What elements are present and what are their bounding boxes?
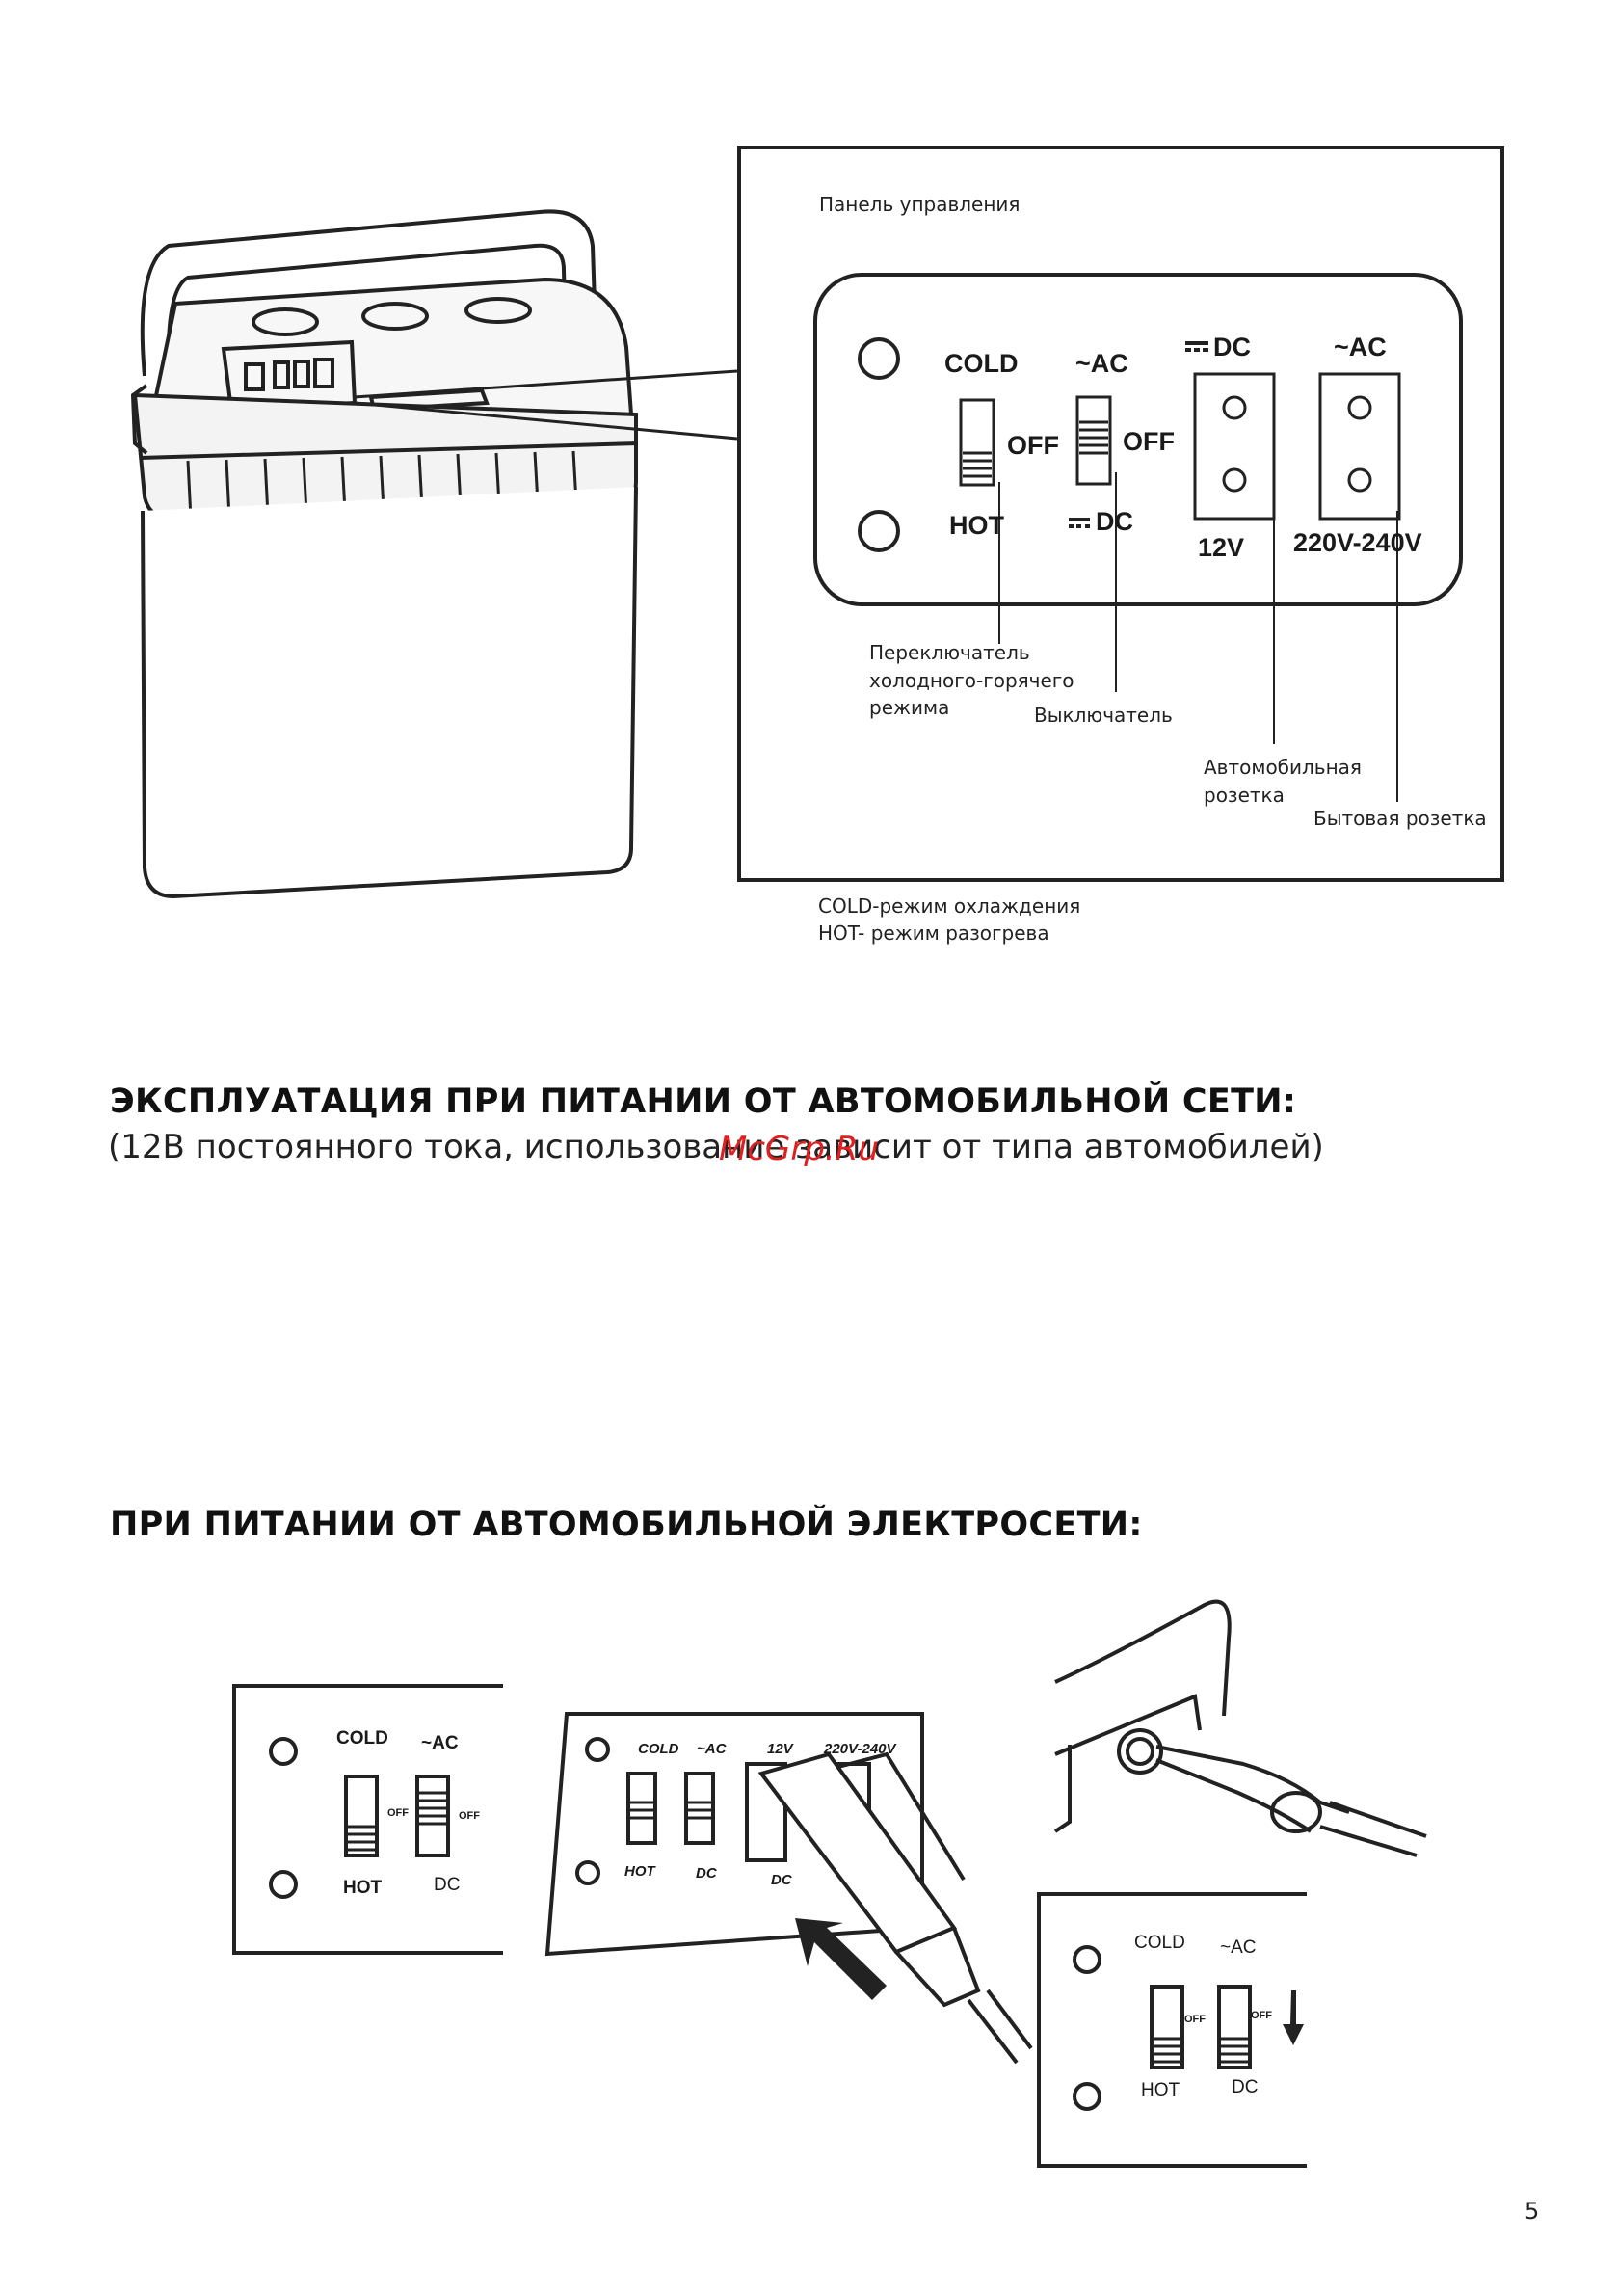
panelA-ac: ~AC (421, 1733, 459, 1753)
panel-title: Панель управления (819, 193, 1021, 216)
ac-socket-label: ~AC (1334, 333, 1387, 361)
off-label-power: OFF (1123, 427, 1175, 456)
hot-label: HOT (949, 511, 1004, 540)
callout-mode-line3: режима (869, 696, 950, 719)
dc-switch-label: DC (1096, 507, 1133, 536)
legend-hot: HOT- режим разогрева (818, 921, 1049, 945)
panelD-hot: HOT (1141, 2080, 1180, 2100)
callout-mode-line2: холодного-горячего (869, 669, 1074, 692)
watermark: McGrp.Ru (719, 1130, 879, 1168)
legend-cold: COLD-режим охлаждения (818, 894, 1081, 918)
callout-home-socket: Бытовая розетка (1313, 807, 1487, 830)
panelB-dc1: DC (696, 1865, 717, 1882)
bottom-illustrations (232, 1599, 1427, 2168)
panelB-220: 220V-240V (824, 1741, 896, 1757)
panelD-off2: OFF (1251, 2010, 1272, 2021)
panelD-ac: ~AC (1220, 1937, 1257, 1958)
dc-socket-label: DC (1213, 333, 1251, 361)
panelD-off1: OFF (1184, 2014, 1206, 2025)
panelB-ac: ~AC (697, 1741, 727, 1757)
section1-subtext: (12В постоянного тока, использование зав… (108, 1128, 1324, 1166)
panelB-12v: 12V (767, 1741, 793, 1757)
cooler-illustration (130, 146, 1504, 899)
off-label-mode: OFF (1007, 431, 1059, 460)
callout-mode-line1: Переключатель (869, 641, 1030, 664)
callout-car-socket-line1: Автомобильная (1204, 756, 1362, 779)
panelB-cold: COLD (638, 1741, 679, 1757)
callout-car-socket-line2: розетка (1204, 784, 1285, 807)
panelA-hot: HOT (343, 1878, 383, 1898)
socket-220-label: 220V-240V (1293, 528, 1422, 557)
page-number: 5 (1525, 2198, 1540, 2225)
panelD-dc: DC (1232, 2077, 1259, 2097)
panelB-dc2: DC (771, 1872, 792, 1888)
section2-heading: ПРИ ПИТАНИИ ОТ АВТОМОБИЛЬНОЙ ЭЛЕКТРОСЕТИ… (110, 1506, 1143, 1544)
callout-power-switch: Выключатель (1034, 704, 1173, 727)
section1-heading: ЭКСПЛУАТАЦИЯ ПРИ ПИТАНИИ ОТ АВТОМОБИЛЬНО… (110, 1082, 1297, 1121)
panelA-off2: OFF (459, 1810, 480, 1822)
panelD-cold: COLD (1134, 1933, 1185, 1953)
panelA-off1: OFF (387, 1807, 409, 1819)
cold-label: COLD (944, 349, 1019, 378)
panelB-hot: HOT (624, 1863, 655, 1880)
panelA-cold: COLD (336, 1728, 388, 1749)
panelA-dc: DC (434, 1875, 461, 1895)
ac-switch-label: ~AC (1075, 349, 1128, 378)
socket-12v-label: 12V (1198, 533, 1245, 562)
